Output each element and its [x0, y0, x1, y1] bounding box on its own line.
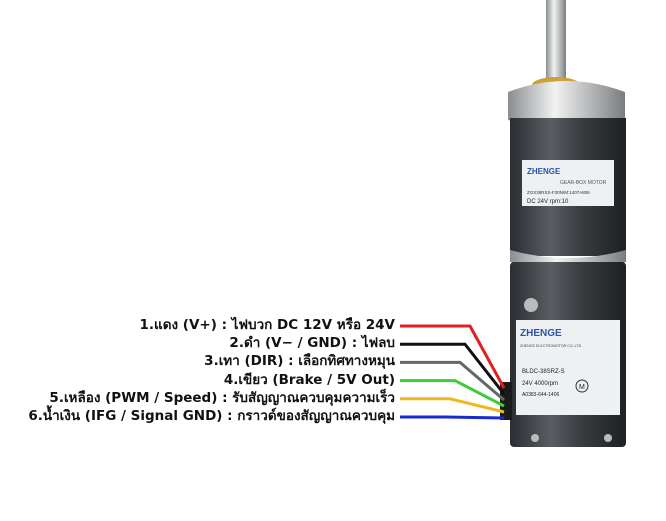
cable-grommet — [500, 382, 512, 420]
motor-brand: ZHENGE — [520, 328, 562, 339]
gearbox-type: GEAR-BOX MOTOR — [560, 180, 607, 186]
motor-company: ZHENGE ELECTROMOTOR CO.,LTD — [520, 344, 582, 348]
wire-label-4: 4.เขียว (Brake / 5V Out) — [223, 371, 395, 388]
wire-3 — [400, 360, 505, 402]
wire-group — [400, 324, 506, 420]
wire-5 — [400, 397, 505, 414]
gearbox-spec: DC 24V rpm:10 — [527, 199, 569, 205]
wire-2 — [400, 342, 506, 395]
gearbox-label — [522, 160, 614, 206]
gear-flange — [508, 81, 625, 128]
motor-label — [516, 320, 620, 415]
screw — [524, 298, 538, 312]
wire-4 — [400, 379, 505, 408]
wire-label-2: 2.ดำ (V− / GND) : ไฟลบ — [229, 335, 395, 352]
wire-6 — [400, 415, 505, 420]
motor-model: BLDC-38SRZ-S — [522, 369, 565, 375]
gearbox-brand: ZHENGE — [527, 167, 561, 176]
gearbox-model: ZGX38RSS-F30N/M:1407A806 — [527, 190, 590, 195]
wire-label-6: 6.น้ำเงิน (IFG / Signal GND) : กราวด์ของ… — [28, 408, 395, 424]
shaft — [546, 0, 566, 80]
motor-spec: 24V 4000rpm — [522, 381, 558, 387]
wire-label-5: 5.เหลือง (PWM / Speed) : รับสัญญาณควบคุม… — [49, 389, 395, 406]
wire-label-3: 3.เทา (DIR) : เลือกทิศทางหมุน — [204, 353, 395, 370]
wire-label-1: 1.แดง (V+) : ไฟบวก DC 12V หรือ 24V — [139, 317, 396, 333]
motor-badge: M — [579, 384, 585, 391]
motor-code: A0383-644-1406 — [522, 392, 559, 398]
wire-1 — [400, 324, 506, 389]
